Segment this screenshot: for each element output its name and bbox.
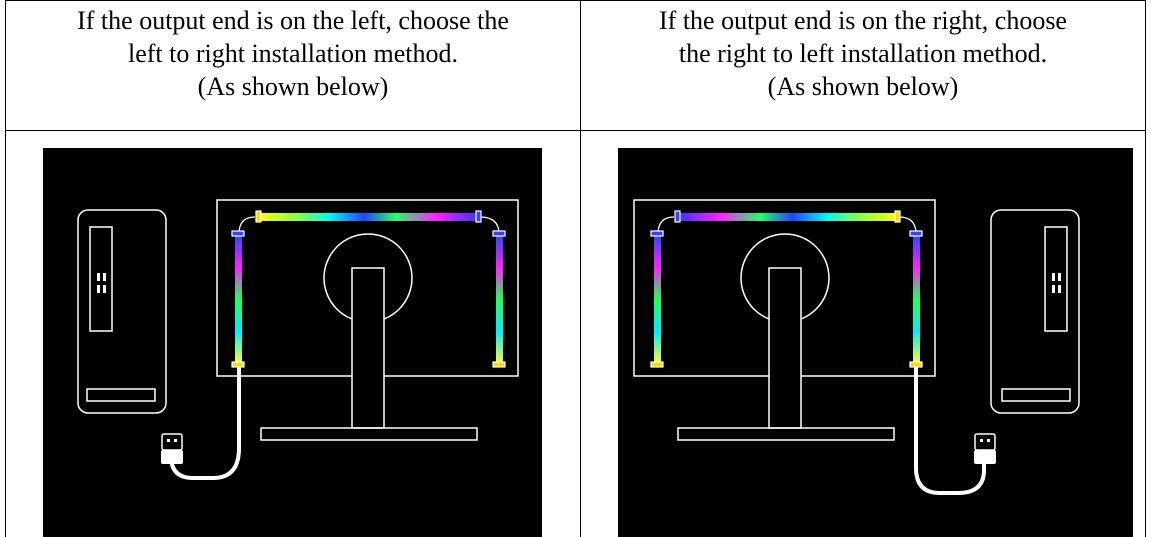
pc-bay: [89, 226, 113, 332]
pc-tower: [990, 209, 1080, 414]
header-right-line-2: the right to left installation method.: [678, 39, 1048, 68]
pc-vent: [1001, 388, 1071, 402]
table-row-divider: [5, 130, 1146, 131]
header-right-line-1: If the output end is on the right, choos…: [659, 6, 1067, 35]
led-strip-left: [654, 236, 661, 364]
header-left-line-3: (As shown below): [197, 72, 389, 101]
diagram-right-to-left: [618, 148, 1133, 537]
monitor-stand-base: [677, 427, 895, 441]
diagram-left-to-right: [43, 148, 542, 537]
table-left-border: [5, 0, 6, 537]
usb-cable: [914, 364, 986, 495]
pc-usb-ports: [97, 273, 106, 293]
led-strip-left: [235, 236, 242, 364]
led-strip-top: [676, 213, 899, 221]
header-cell-right: If the output end is on the right, choos…: [581, 4, 1145, 103]
monitor-stand-neck: [351, 267, 385, 429]
usb-cable: [169, 364, 241, 480]
led-strip-right: [496, 236, 503, 364]
pc-usb-ports: [1052, 273, 1061, 293]
pc-vent: [86, 388, 156, 402]
installation-diagram-right: [633, 199, 1080, 495]
pc-bay: [1044, 226, 1068, 332]
led-connectors: [231, 210, 506, 368]
usb-plug-icon: [161, 433, 183, 464]
header-right-line-3: (As shown below): [767, 72, 959, 101]
installation-diagram-left: [77, 199, 519, 480]
monitor-stand-neck: [768, 267, 802, 429]
pc-tower: [77, 209, 167, 414]
table-column-divider: [580, 0, 581, 537]
led-strip-top: [257, 213, 480, 221]
header-left-line-2: left to right installation method.: [127, 39, 458, 68]
header-left-line-1: If the output end is on the left, choose…: [77, 6, 509, 35]
led-connectors: [650, 210, 923, 368]
monitor-stand-base: [260, 427, 478, 441]
table-top-border: [5, 0, 1146, 1]
led-strip-right: [913, 236, 920, 364]
header-cell-left: If the output end is on the left, choose…: [6, 4, 580, 103]
table-right-border: [1145, 0, 1146, 537]
usb-plug-icon: [974, 433, 996, 464]
